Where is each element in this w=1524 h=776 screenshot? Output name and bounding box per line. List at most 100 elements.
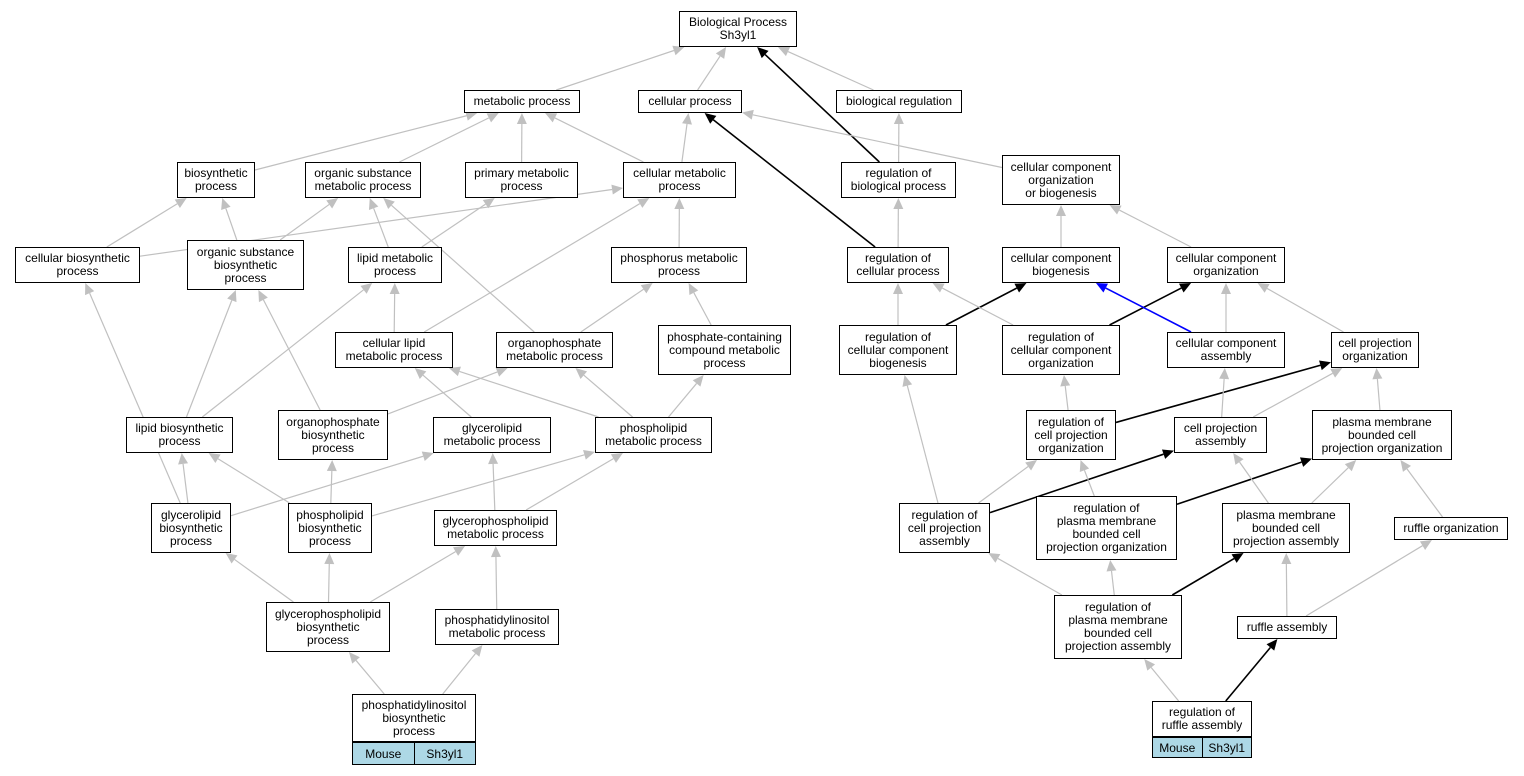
- arrowhead-glbp-to-lbp: [178, 453, 189, 465]
- node-phospholipid-biosynthetic-process[interactable]: phospholipid biosynthetic process: [288, 503, 372, 553]
- arrowhead-pmbcpa-to-pmbcpo: [1344, 460, 1357, 472]
- node-organic-substance-metabolic-process[interactable]: organic substance metabolic process: [305, 162, 421, 198]
- node-cell-projection-assembly[interactable]: cell projection assembly: [1174, 417, 1267, 453]
- arrowhead-gplmp-to-glmp: [488, 453, 499, 465]
- arrowhead-pimp-to-gplmp: [490, 546, 501, 558]
- node-phosphorus-metabolic-process[interactable]: phosphorus metabolic process: [611, 247, 747, 283]
- arrowhead-rpmbcpa-to-rpmbcpo: [1106, 560, 1117, 572]
- node-metabolic-process[interactable]: metabolic process: [464, 90, 580, 113]
- arrowhead-ro-to-pmbcpo: [1400, 460, 1412, 472]
- arrowhead-pmp-to-mp: [516, 113, 527, 125]
- arrowhead-glmp-to-clmp: [414, 368, 427, 379]
- edge-pibp-to-gplbp: [355, 660, 385, 695]
- node-phospholipid-metabolic-process[interactable]: phospholipid metabolic process: [595, 417, 712, 453]
- node-regulation-of-cell-projection-organization[interactable]: regulation of cell projection organizati…: [1026, 410, 1116, 460]
- edge-pmbcpa-to-cpa: [1239, 461, 1269, 504]
- arrowhead-plbp-to-lbp: [208, 453, 221, 464]
- node-glycerophospholipid-biosynthetic-process[interactable]: glycerophospholipid biosynthetic process: [266, 602, 390, 652]
- node-primary-metabolic-process[interactable]: primary metabolic process: [465, 162, 578, 198]
- node-regulation-of-cellular-component-biogenesis[interactable]: regulation of cellular component biogene…: [839, 325, 957, 375]
- arrowhead-cp-to-bp: [715, 47, 727, 59]
- edge-gplmp-to-plmp: [525, 458, 614, 511]
- arrowhead-plbp-to-opbp: [326, 460, 337, 472]
- node-ruffle-assembly[interactable]: ruffle assembly: [1237, 616, 1337, 639]
- node-biological-process[interactable]: Biological Process Sh3yl1: [679, 11, 797, 47]
- node-regulation-of-biological-process[interactable]: regulation of biological process: [841, 162, 956, 198]
- arrowhead-rbp-to-br: [893, 113, 904, 125]
- node-cellular-component-assembly[interactable]: cellular component assembly: [1167, 332, 1285, 368]
- legend-regulation-of-ruffle-assembly: Mouse Sh3yl1: [1152, 737, 1252, 758]
- arrowhead-rra-to-ra: [1266, 639, 1278, 651]
- edge-ra-to-ro: [1305, 545, 1423, 617]
- node-organophosphate-metabolic-process[interactable]: organophosphate metabolic process: [496, 332, 613, 368]
- arrowhead-osmp-to-mp: [486, 113, 499, 123]
- node-phosphatidylinositol-biosynthetic-process[interactable]: phosphatidylinositol biosynthetic proces…: [352, 694, 476, 742]
- edge-rccb-to-ccb: [945, 287, 1018, 326]
- edge-lmp-to-pmp: [421, 203, 486, 248]
- node-cellular-lipid-metabolic-process[interactable]: cellular lipid metabolic process: [335, 332, 453, 368]
- node-cellular-biosynthetic-process[interactable]: cellular biosynthetic process: [15, 247, 140, 283]
- edge-cco-to-ccob: [1119, 209, 1192, 248]
- arrowhead-pibp-to-gplbp: [348, 652, 360, 664]
- edge-ccob-to-cp: [752, 114, 1003, 169]
- arrowhead-rcpo-to-rcco: [1060, 375, 1071, 387]
- node-regulation-of-cellular-process[interactable]: regulation of cellular process: [847, 247, 949, 283]
- arrowhead-rpmbcpa-to-pmbcpa: [1231, 553, 1244, 563]
- node-regulation-of-cellular-component-organization[interactable]: regulation of cellular component organiz…: [1002, 325, 1120, 375]
- arrowhead-plmp-to-clmp: [448, 366, 461, 377]
- node-cellular-component-organization-or-biogenesis[interactable]: cellular component organization or bioge…: [1002, 155, 1120, 205]
- edge-cbp-to-bsp: [106, 203, 178, 248]
- node-organic-substance-biosynthetic-process[interactable]: organic substance biosynthetic process: [187, 240, 304, 290]
- node-regulation-of-ruffle-assembly[interactable]: regulation of ruffle assembly: [1152, 701, 1252, 737]
- arrowhead-glbp-to-glmp: [421, 451, 434, 462]
- edge-plbp-to-plmp: [371, 454, 585, 517]
- node-phosphatidylinositol-metabolic-process[interactable]: phosphatidylinositol metabolic process: [435, 609, 559, 645]
- edge-bsp-to-mp: [254, 115, 467, 171]
- node-regulation-of-plasma-membrane-bounded-cell-projection-assembly[interactable]: regulation of plasma membrane bounded ce…: [1054, 595, 1182, 659]
- edge-cca-to-ccb: [1105, 287, 1192, 333]
- node-regulation-of-plasma-membrane-bounded-cell-projection-organization[interactable]: regulation of plasma membrane bounded ce…: [1036, 496, 1177, 560]
- node-regulation-of-cell-projection-assembly[interactable]: regulation of cell projection assembly: [899, 503, 990, 553]
- node-cell-projection-organization[interactable]: cell projection organization: [1331, 332, 1419, 368]
- legend-species: Mouse: [1153, 737, 1202, 757]
- node-cellular-component-biogenesis[interactable]: cellular component biogenesis: [1002, 247, 1120, 283]
- edge-lbp-to-lmp: [201, 289, 364, 418]
- node-glycerolipid-metabolic-process[interactable]: glycerolipid metabolic process: [433, 417, 551, 453]
- node-organophosphate-biosynthetic-process[interactable]: organophosphate biosynthetic process: [278, 410, 388, 460]
- arrowhead-lmp-to-osmp: [368, 198, 379, 211]
- node-plasma-membrane-bounded-cell-projection-assembly[interactable]: plasma membrane bounded cell projection …: [1222, 503, 1350, 553]
- arrowhead-rpmbcpo-to-rcpo: [1079, 460, 1090, 473]
- arrowhead-lmp-to-pmp: [482, 198, 495, 209]
- node-cellular-process[interactable]: cellular process: [638, 90, 742, 113]
- legend-gene: Sh3yl1: [413, 742, 475, 764]
- node-glycerophospholipid-metabolic-process[interactable]: glycerophospholipid metabolic process: [434, 510, 557, 546]
- node-plasma-membrane-bounded-cell-projection-organization[interactable]: plasma membrane bounded cell projection …: [1312, 410, 1452, 460]
- arrowhead-gplbp-to-gplmp: [453, 546, 466, 556]
- legend-phosphatidylinositol-biosynthetic-process: Mouse Sh3yl1: [352, 742, 476, 765]
- edge-rpmbcpo-to-pmbcpo: [1176, 461, 1302, 505]
- arrowhead-gplbp-to-glbp: [225, 553, 238, 564]
- node-phosphate-containing-compound-metabolic-process[interactable]: phosphate-containing compound metabolic …: [658, 325, 791, 375]
- node-cellular-component-organization[interactable]: cellular component organization: [1167, 247, 1285, 283]
- edge-mp-to-bp: [556, 49, 675, 91]
- arrowhead-bsp-to-mp: [465, 110, 478, 121]
- node-glycerolipid-biosynthetic-process[interactable]: glycerolipid biosynthetic process: [151, 503, 231, 553]
- arrowhead-clmp-to-cmp: [637, 198, 650, 208]
- arrowhead-cbp-to-cmp: [611, 184, 623, 195]
- arrowhead-gplmp-to-plmp: [610, 453, 623, 463]
- arrowhead-cpa-to-cpo: [1330, 368, 1343, 378]
- node-biological-regulation[interactable]: biological regulation: [836, 90, 962, 113]
- node-biosynthetic-process[interactable]: biosynthetic process: [177, 162, 255, 198]
- edge-rcco-to-cco: [1109, 287, 1182, 326]
- arrowhead-glbp-to-cbp: [85, 283, 95, 296]
- arrowhead-ra-to-pmbcpa: [1281, 553, 1292, 565]
- node-cellular-metabolic-process[interactable]: cellular metabolic process: [623, 162, 736, 198]
- edge-cp-to-bp: [697, 55, 721, 91]
- arrowhead-opmp-to-phmp: [640, 283, 653, 294]
- node-ruffle-organization[interactable]: ruffle organization: [1394, 517, 1508, 540]
- arrowhead-lbp-to-lmp: [360, 283, 373, 294]
- node-lipid-biosynthetic-process[interactable]: lipid biosynthetic process: [126, 417, 233, 453]
- edge-rcp-to-cp: [712, 119, 876, 248]
- node-lipid-metabolic-process[interactable]: lipid metabolic process: [348, 247, 442, 283]
- arrowhead-plmp-to-opmp: [575, 368, 588, 379]
